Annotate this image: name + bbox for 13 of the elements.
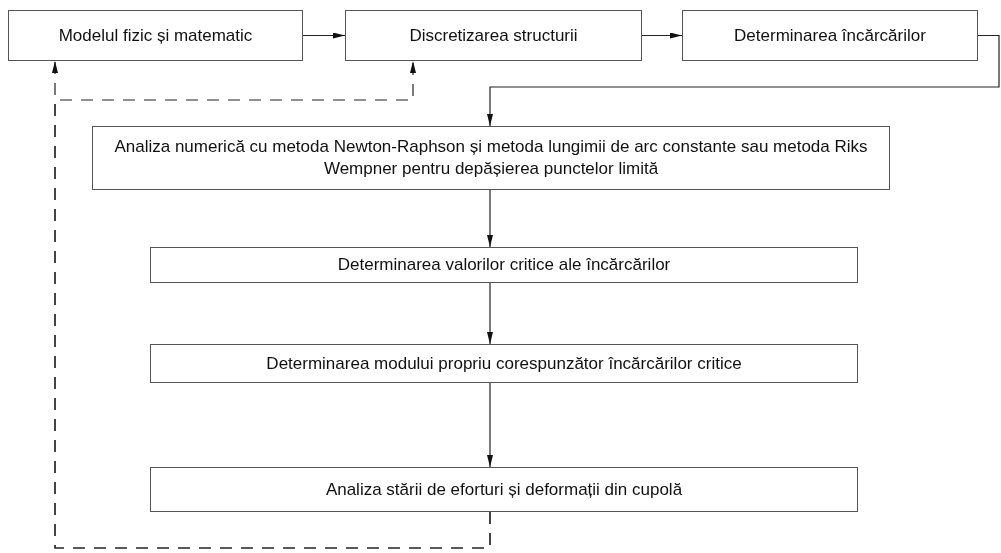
arrow [641, 32, 683, 39]
arrow [302, 32, 346, 39]
process-box: Analiza numerică cu metoda Newton-Raphson și metoda lungimii de arc constante sau metoda Riks Wempner pentru depășierea punctelor limită [92, 126, 890, 190]
arrow [487, 34, 1000, 127]
arrow [487, 282, 493, 345]
process-box: Modelul fizic și matematic [8, 10, 303, 61]
process-box: Discretizarea structurii [345, 10, 642, 61]
arrow [487, 189, 493, 248]
process-box: Determinarea modului propriu corespunzător încărcărilor critice [150, 344, 858, 383]
process-box: Analiza stării de eforturi și deformații din cupolă [150, 467, 858, 512]
arrow [487, 382, 493, 468]
process-box: Determinarea valorilor critice ale încărcărilor [150, 247, 858, 283]
process-box: Determinarea încărcărilor [682, 10, 978, 61]
